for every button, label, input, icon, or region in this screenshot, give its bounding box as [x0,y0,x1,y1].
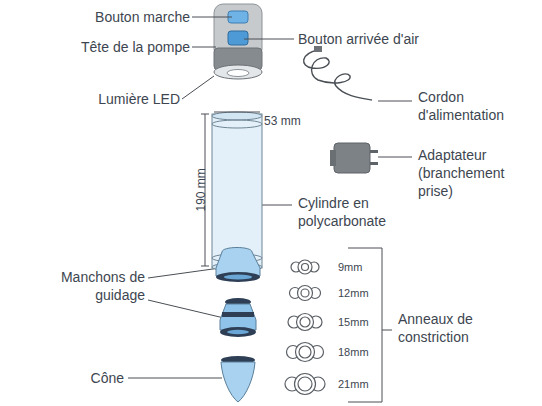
leader-line [192,17,232,18]
part-label: Lumière LED [60,90,180,108]
ring-center [295,374,316,395]
ring-hole [298,377,312,391]
ring-center [298,260,312,274]
cone-body [221,362,255,402]
bracket-tick [382,330,392,331]
cylinder-top [212,112,262,120]
size-label: 18mm [338,345,378,359]
leader-line [182,76,214,99]
ring-hole [300,317,310,327]
dimension-tick [201,114,209,115]
dimension-label: 53 mm [264,114,314,130]
pump-head [214,4,262,79]
size-label: 12mm [338,286,378,300]
size-label: 9mm [338,260,378,274]
part-label: Tête de la pompe [40,38,190,56]
ring-18mm [287,343,324,362]
ring-15mm [288,314,322,331]
guide-sleeve-large [216,248,260,277]
adapter-prong [370,162,378,165]
size-label: 15mm [338,315,378,329]
part-label: Adaptateur (branchement prise) [418,146,528,201]
constriction-rings [285,260,325,395]
leader-line [148,300,224,318]
leader-lines [128,17,412,378]
cylinder-band [212,120,262,128]
ring-center [298,286,313,301]
adapter-side [330,150,336,166]
part-label: Anneaux de constriction [398,310,518,346]
adapter-body [334,143,370,173]
guide-sleeves [216,248,260,338]
cord-coil [304,50,372,100]
dimension-lines [201,112,260,266]
led-light [227,70,249,77]
leader-line [192,47,216,48]
part-label: Cylindre en polycarbonate [298,194,423,230]
sleeve-band [222,312,254,317]
ring-center [296,343,315,362]
ring-12mm [290,286,321,301]
size-label: 21mm [338,377,378,391]
cylinder-body [212,114,262,268]
power-adapter [330,143,378,173]
part-label: Bouton marche [60,8,190,26]
leader-line [378,101,412,102]
ring-hole [302,264,309,271]
sleeve-opening [224,275,252,280]
ring-21mm [285,374,325,395]
leader-line [148,268,220,278]
led-ring [214,65,262,79]
guide-sleeve-small [220,304,256,330]
dimension-label: 190 mm [194,160,210,220]
leader-line [244,39,294,40]
cone [221,356,255,402]
width-dimension [214,112,260,113]
part-label: Manchons de guidage [45,268,145,304]
part-label: Cône [64,369,124,387]
air-button [228,31,248,45]
part-label: Cordon d'alimentation [418,88,533,124]
sleeve-ring [216,272,260,282]
ring-hole [301,289,309,297]
ring-9mm [291,260,319,274]
power-cord [304,46,372,100]
ring-hole [299,346,311,358]
sleeve-opening [227,330,249,334]
leader-line [128,378,222,379]
leader-line [378,157,412,158]
part-label: Bouton arrivée d'air [298,30,478,48]
dimension-tick [201,266,209,267]
adapter-prong [370,150,378,153]
ring-center [297,314,314,331]
sleeve-ring [220,327,256,337]
